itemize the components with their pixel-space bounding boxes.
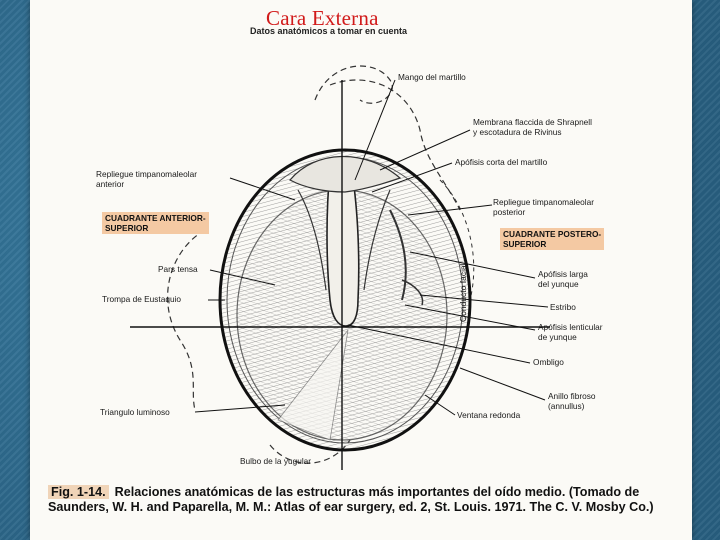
- leader-anillo: [459, 367, 546, 401]
- label-ombligo: Ombligo: [533, 357, 564, 367]
- label-apofisis-corta: Apófisis corta del martillo: [455, 157, 548, 167]
- label-pars-tensa: Pars tensa: [158, 264, 198, 274]
- leader-repliegue-post: [407, 204, 493, 216]
- leader-apofisis-corta: [371, 162, 453, 193]
- label-ventana-redonda: Ventana redonda: [457, 410, 521, 420]
- label-anillo-line1: Anillo fibroso: [548, 391, 596, 401]
- dashed-contour-right-lower: [439, 179, 475, 301]
- malleolar-fold-right: [363, 189, 391, 291]
- label-apofisis-lenticular: Apófisis lenticular de yunque: [538, 322, 603, 342]
- leader-estribo: [419, 294, 549, 308]
- label-mango-martillo: Mango del martillo: [398, 72, 466, 82]
- label-bulbo-yugular: Bulbo de la yugular: [240, 456, 312, 466]
- label-membrana-line2: y escotadura de Rivinus: [473, 126, 562, 137]
- leader-ventana: [424, 394, 456, 416]
- label-cuad-ant-line2: SUPERIOR: [105, 223, 149, 233]
- leader-pars-tensa: [209, 269, 276, 286]
- dashed-contour-left: [166, 229, 206, 411]
- leader-mango: [354, 79, 396, 181]
- pars-flaccida: [289, 155, 402, 193]
- label-apofisis-lent-line2: de yunque: [538, 331, 577, 342]
- label-repliegue-post-line2: posterior: [493, 206, 526, 217]
- leader-apofisis-lent: [404, 304, 536, 331]
- leader-ombligo: [347, 324, 531, 364]
- incus-long-process: [389, 209, 407, 301]
- label-cuad-post-line1: CUADRANTE POSTERO-: [503, 229, 602, 239]
- label-anillo-fibroso: Anillo fibroso (annullus): [548, 391, 596, 411]
- leader-triangulo: [194, 404, 286, 413]
- label-conducto-facial: Conducto facial: [458, 263, 468, 322]
- leader-repliegue-ant: [229, 177, 296, 201]
- label-apofisis-larga-line1: Apófisis larga: [538, 269, 588, 279]
- figure-caption: Fig. 1-14.Relaciones anatómicas de las e…: [48, 485, 688, 515]
- label-cuadrante-anterior-superior: CUADRANTE ANTERIOR- SUPERIOR: [102, 212, 209, 234]
- label-anillo-line2: (annullus): [548, 400, 585, 411]
- label-cuad-ant-line1: CUADRANTE ANTERIOR-: [105, 213, 206, 223]
- figure-subtitle: Datos anatómicos a tomar en cuenta: [250, 26, 408, 36]
- label-estribo: Estribo: [550, 302, 576, 312]
- malleus-handle: [326, 169, 360, 327]
- label-trompa-eustaquio: Trompa de Eustaquio: [102, 294, 182, 304]
- label-apofisis-larga: Apófisis larga del yunque: [538, 269, 588, 289]
- label-membrana-flaccida: Membrana flaccida de Shrapnell y escotad…: [473, 117, 592, 137]
- label-cuadrante-postero-superior: CUADRANTE POSTERO- SUPERIOR: [500, 228, 605, 250]
- dashed-contour-right: [329, 79, 461, 211]
- malleolar-fold-left: [297, 189, 327, 291]
- light-reflex: [277, 329, 349, 441]
- dashed-contour-top: [314, 65, 393, 104]
- figure-number: Fig. 1-14.: [48, 485, 109, 499]
- label-repliegue-ant-line1: Repliegue timpanomaleolar: [96, 169, 198, 179]
- label-apofisis-lent-line1: Apófisis lenticular: [538, 322, 603, 332]
- leader-membrana: [379, 129, 471, 171]
- label-repliegue-post-line1: Repliegue timpanomaleolar: [493, 197, 595, 207]
- label-repliegue-posterior: Repliegue timpanomaleolar posterior: [493, 197, 595, 217]
- label-apofisis-larga-line2: del yunque: [538, 278, 579, 289]
- label-triangulo-luminoso: Triangulo luminoso: [100, 407, 170, 417]
- label-membrana-line1: Membrana flaccida de Shrapnell: [473, 117, 592, 127]
- label-repliegue-anterior: Repliegue timpanomaleolar anterior: [96, 169, 198, 189]
- leader-apofisis-larga: [409, 251, 536, 279]
- label-repliegue-ant-line2: anterior: [96, 178, 125, 189]
- slide-title: Cara Externa: [266, 6, 379, 30]
- label-cuad-post-line2: SUPERIOR: [503, 239, 547, 249]
- stapes: [401, 279, 424, 306]
- eardrum-diagram: [130, 65, 550, 470]
- figure-caption-text: Relaciones anatómicas de las estructuras…: [48, 485, 654, 514]
- scanned-figure-page: Cara Externa Datos anatómicos a tomar en…: [30, 0, 692, 540]
